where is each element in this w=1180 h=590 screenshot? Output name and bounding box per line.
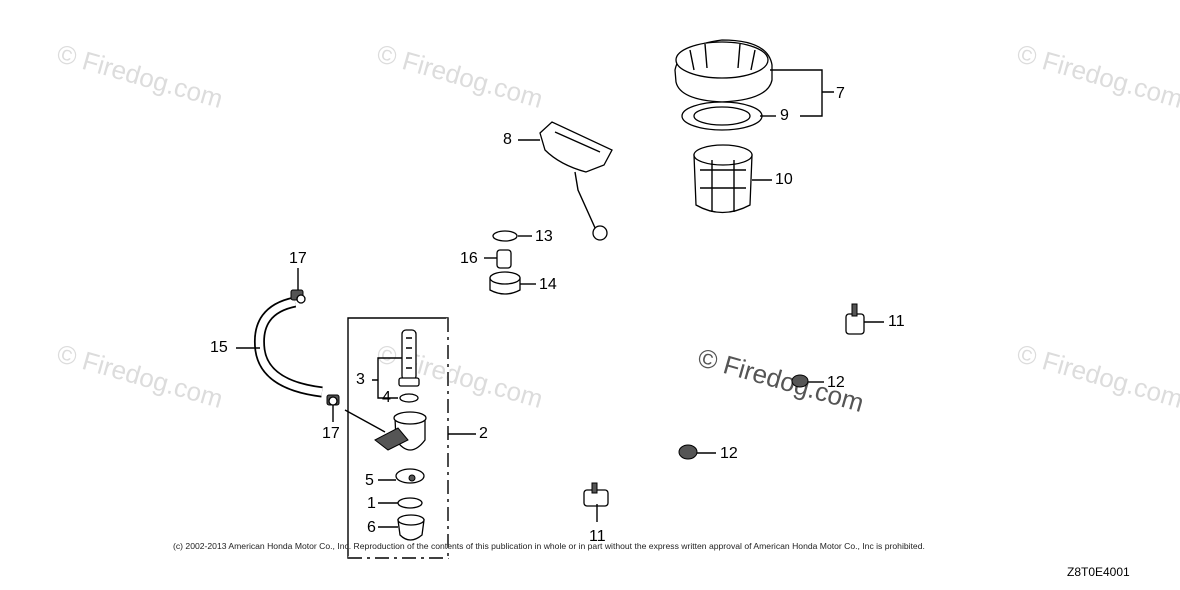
diagram-code: Z8T0E4001 bbox=[1067, 565, 1130, 579]
callout-15: 15 bbox=[210, 339, 228, 356]
grommet-part bbox=[489, 271, 521, 295]
callout-11: 11 bbox=[589, 528, 606, 545]
fuel-cup-part bbox=[397, 514, 425, 541]
mount-bolt-part bbox=[583, 482, 609, 507]
washer-part bbox=[492, 230, 518, 242]
callout-2: 2 bbox=[479, 425, 488, 442]
fuel-cap-part bbox=[674, 39, 773, 103]
o-ring-part bbox=[397, 497, 423, 509]
nut-part bbox=[791, 374, 809, 388]
callout-8: 8 bbox=[503, 131, 512, 148]
callout-3: 3 bbox=[356, 371, 365, 388]
callout-17: 17 bbox=[289, 250, 307, 267]
clip-part bbox=[326, 394, 340, 406]
callout-10: 10 bbox=[775, 171, 793, 188]
callout-16: 16 bbox=[460, 250, 478, 267]
copyright-notice: (c) 2002-2013 American Honda Motor Co., … bbox=[173, 541, 925, 551]
leader-lines bbox=[236, 69, 884, 528]
collar-part bbox=[496, 249, 512, 269]
callout-17: 17 bbox=[322, 425, 340, 442]
gasket-part bbox=[681, 101, 763, 131]
valve-body-part bbox=[344, 409, 427, 451]
clip-part bbox=[290, 289, 306, 304]
callout-12: 12 bbox=[827, 374, 845, 391]
callout-6: 6 bbox=[367, 519, 376, 536]
callout-5: 5 bbox=[365, 472, 374, 489]
valve-strainer-part bbox=[398, 329, 420, 387]
callout-12: 12 bbox=[720, 445, 738, 462]
nut-part bbox=[678, 444, 698, 460]
valve-lever-part bbox=[395, 468, 425, 484]
mount-bolt-part bbox=[845, 303, 865, 335]
callout-13: 13 bbox=[535, 228, 553, 245]
callout-7: 7 bbox=[836, 85, 845, 102]
o-ring-part bbox=[399, 393, 419, 403]
cover-part bbox=[539, 121, 613, 241]
callout-11: 11 bbox=[888, 313, 905, 330]
strainer-part bbox=[693, 144, 753, 214]
callout-9: 9 bbox=[780, 107, 789, 124]
callout-14: 14 bbox=[539, 276, 557, 293]
callout-4: 4 bbox=[382, 389, 391, 406]
callout-1: 1 bbox=[367, 495, 376, 512]
